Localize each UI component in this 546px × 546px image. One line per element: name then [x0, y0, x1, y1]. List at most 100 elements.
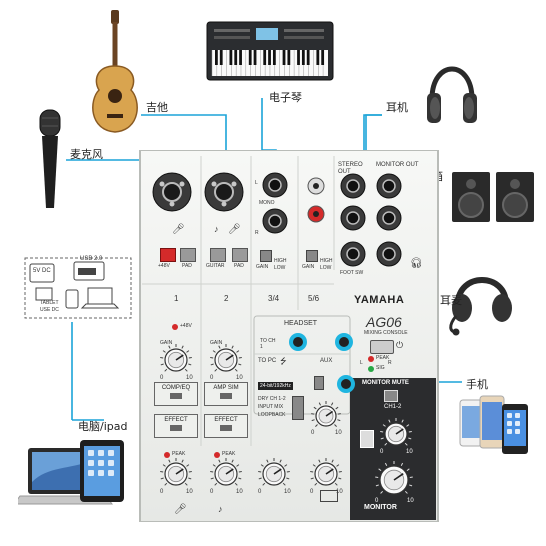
stereo-out-label: STEREO OUT: [338, 162, 363, 175]
microphone-icon: [39, 109, 61, 208]
ch56-low-label: LOW: [320, 265, 332, 271]
guitar-symbol-icon: ♪: [214, 224, 219, 234]
ch2-xlr-jack[interactable]: [204, 172, 244, 212]
ch56-gain-label: GAIN: [302, 264, 315, 270]
ch56-high-label: HIGH: [320, 258, 333, 264]
to-pc-label: TO PC: [258, 358, 277, 364]
sample-rate-badge: 24-bit/192kHz: [258, 382, 293, 390]
sig-label: SIG: [376, 365, 385, 371]
ag06-mixer: 🎤︎ ♪ 🎤︎ +48V PAD GUITAR PAD L MONO R GAI…: [138, 150, 440, 522]
guitar-icon: [92, 10, 138, 133]
ch34-gain-switch[interactable]: [260, 250, 272, 262]
monitor-section-label: MONITOR: [364, 504, 397, 511]
phantom-led-label: +48V: [180, 323, 192, 329]
ch34-r-label: R: [255, 230, 259, 236]
ch1-effect-label: EFFECT: [164, 417, 188, 423]
svg-text:0: 0: [160, 489, 164, 495]
pad-label: PAD: [182, 263, 192, 269]
pad-label-2: PAD: [234, 263, 244, 269]
power-switch[interactable]: [370, 340, 394, 354]
monitor-r-label: R: [388, 360, 392, 366]
phantom-label: +48V: [158, 263, 170, 269]
ch2-peak-label: PEAK: [222, 451, 236, 457]
svg-text:0: 0: [258, 489, 262, 495]
ch1-level-knob[interactable]: 0 10: [160, 458, 193, 495]
pc-icon: [320, 490, 338, 502]
yamaha-logo: YAMAHA: [354, 294, 405, 306]
monitor-mute-button[interactable]: [384, 390, 398, 402]
dry-ch12-label: DRY CH 1-2: [258, 396, 286, 402]
ch2-guitar-icon: ♪: [218, 504, 223, 514]
guitar-label: 吉他: [146, 101, 168, 114]
mic-symbol-icon-2: 🎤︎: [228, 224, 241, 235]
amp-sim-label: AMP SIM: [213, 385, 239, 391]
phantom-led: [172, 324, 178, 330]
headset-phones-jack[interactable]: [334, 332, 354, 352]
ch34-low-label: LOW: [274, 265, 286, 271]
comp-eq-button[interactable]: COMP/EQ: [154, 382, 198, 406]
ch34-gain-label: GAIN: [256, 264, 269, 270]
foot-sw-label: FOOT SW: [340, 270, 364, 276]
ch4-r-jack[interactable]: [262, 208, 288, 234]
aux-label: AUX: [320, 358, 333, 364]
ch2-level-knob[interactable]: 0 10: [210, 458, 243, 495]
svg-text:10: 10: [186, 375, 193, 381]
svg-text:10: 10: [336, 489, 343, 495]
ch2-peak-led: [214, 452, 220, 458]
phones-icon: [459, 395, 528, 454]
ch56-rca-jacks[interactable]: [306, 176, 326, 240]
phone-label: 手机: [466, 378, 488, 391]
guitar-mode-label: GUITAR: [206, 263, 225, 269]
dc-label: 5V DC: [33, 268, 51, 274]
stereo-out-jacks[interactable]: [338, 172, 368, 272]
svg-text:10: 10: [284, 489, 291, 495]
power-icon: ⏻: [396, 340, 404, 350]
loopback-switch[interactable]: [292, 396, 304, 420]
ch2-pad-button[interactable]: [232, 248, 248, 262]
ch2-effect-button[interactable]: EFFECT: [204, 414, 248, 438]
monitor-icon-button[interactable]: [360, 430, 374, 448]
svg-text:0: 0: [375, 498, 379, 504]
headset-label: 耳麦: [440, 294, 462, 307]
phantom-48v-button[interactable]: [160, 248, 176, 262]
svg-text:10: 10: [236, 489, 243, 495]
loopback-label: LOOPBACK: [258, 412, 286, 418]
ch56-gain-switch[interactable]: [306, 250, 318, 262]
ch-number-1: 1: [174, 294, 179, 303]
ch2-effect-indicator: [220, 425, 232, 431]
model-subtitle: MIXING CONSOLE: [364, 330, 408, 336]
usb-connection-diagram: [24, 257, 132, 319]
aux-input-jack[interactable]: [336, 374, 356, 394]
ch1-pad-button[interactable]: [180, 248, 196, 262]
svg-text:0: 0: [210, 489, 214, 495]
ch34-high-label: HIGH: [274, 258, 287, 264]
ch1-gain-label: GAIN: [160, 340, 173, 346]
ch1-effect-button[interactable]: EFFECT: [154, 414, 198, 438]
to-ch1-label: TO CH 1: [260, 338, 276, 350]
guitar-button[interactable]: [210, 248, 226, 262]
ch-number-56: 5/6: [308, 294, 320, 303]
svg-text:10: 10: [406, 449, 413, 455]
ch1-peak-label: PEAK: [172, 451, 186, 457]
svg-text:0: 0: [210, 375, 214, 381]
ch1-peak-led: [164, 452, 170, 458]
ch-number-2: 2: [224, 294, 229, 303]
amp-sim-button[interactable]: AMP SIM: [204, 382, 248, 406]
ch3-l-mono-jack[interactable]: [262, 172, 288, 198]
aux-level-switch[interactable]: [314, 376, 324, 390]
headset-mic-jack[interactable]: [288, 332, 308, 352]
usb-icon: ⭍: [280, 357, 287, 366]
headset-section-label: HEADSET: [284, 320, 318, 327]
ch1-xlr-jack[interactable]: [152, 172, 192, 212]
ch34-level-knob[interactable]: 0 10: [258, 458, 291, 495]
svg-text:10: 10: [186, 489, 193, 495]
monitor-out-jacks[interactable]: [374, 172, 404, 272]
tablet-label: TABLET: [40, 300, 59, 306]
